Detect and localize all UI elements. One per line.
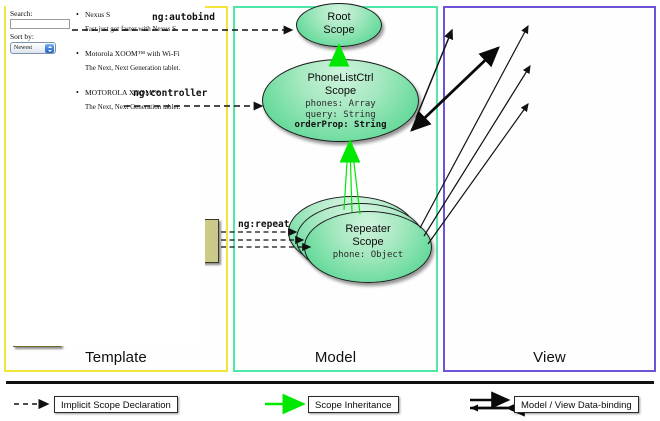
ctrl-scope-prop-phones: phones: Array xyxy=(305,99,376,109)
view-column: View xyxy=(443,6,656,372)
phone-name: Motorola XOOM™ with Wi-Fi xyxy=(85,49,180,58)
connector-label-controller: ng:controller xyxy=(133,88,208,99)
connector-label-repeat: ng:repeat xyxy=(238,219,290,230)
template-column-label: Template xyxy=(85,349,147,366)
ctrl-scope-title-line1: PhoneListCtrl xyxy=(307,72,374,84)
phone-snippet: Fast just got faster with Nexus S. xyxy=(85,25,178,33)
root-scope-node: Root Scope xyxy=(296,3,382,47)
view-column-label: View xyxy=(533,349,566,366)
view-panel: Search: Sort by: Newest Nexus S Fast jus… xyxy=(6,6,205,346)
sort-by-selected-value: Newest xyxy=(14,45,32,51)
legend-divider xyxy=(6,381,654,384)
connector-label-autobind: ng:autobind xyxy=(152,12,215,23)
ctrl-scope-prop-query: query: String xyxy=(305,109,376,120)
search-input[interactable] xyxy=(10,19,70,29)
phone-list-item: Nexus S Fast just got faster with Nexus … xyxy=(85,10,178,33)
model-column-label: Model xyxy=(314,349,357,366)
ctrl-scope-title-line2: Scope xyxy=(324,84,357,97)
phone-name: MOTOROLA XOOM™ xyxy=(85,88,180,97)
root-scope-title-line1: Root xyxy=(327,11,351,23)
phone-list-item: Motorola XOOM™ with Wi-Fi The Next, Next… xyxy=(85,49,180,72)
legend-item-model-view-data-binding: Model / View Data-binding xyxy=(514,396,639,413)
chevron-updown-icon xyxy=(45,44,54,53)
repeater-scope-title-line1: Repeater xyxy=(345,223,391,235)
phone-list-item: MOTOROLA XOOM™ The Next, Next Generation… xyxy=(85,88,180,111)
repeater-scope-title-line2: Scope xyxy=(352,235,384,248)
phone-name: Nexus S xyxy=(85,10,178,19)
phone-snippet: The Next, Next Generation tablet. xyxy=(85,64,181,72)
legend-item-implicit-scope-declaration: Implicit Scope Declaration xyxy=(54,396,178,413)
phonelistctrl-scope-node: PhoneListCtrl Scope phones: Array query:… xyxy=(262,59,419,142)
phone-snippet: The Next, Next Generation tablet. xyxy=(85,103,181,111)
sort-by-label: Sort by: xyxy=(10,32,34,41)
ctrl-scope-prop-orderprop: orderProp: String xyxy=(294,120,387,130)
model-column: Model xyxy=(233,6,438,372)
legend-double-arrow-icon xyxy=(470,391,525,417)
repeater-scope-prop-phone: phone: Object xyxy=(332,250,404,260)
repeater-scope-node: Repeater Scope phone: Object xyxy=(304,211,432,283)
legend-item-scope-inheritance: Scope Inheritance xyxy=(308,396,399,413)
sort-by-select[interactable]: Newest xyxy=(10,42,56,54)
root-scope-title-line2: Scope xyxy=(323,23,355,36)
search-label: Search: xyxy=(10,9,33,18)
